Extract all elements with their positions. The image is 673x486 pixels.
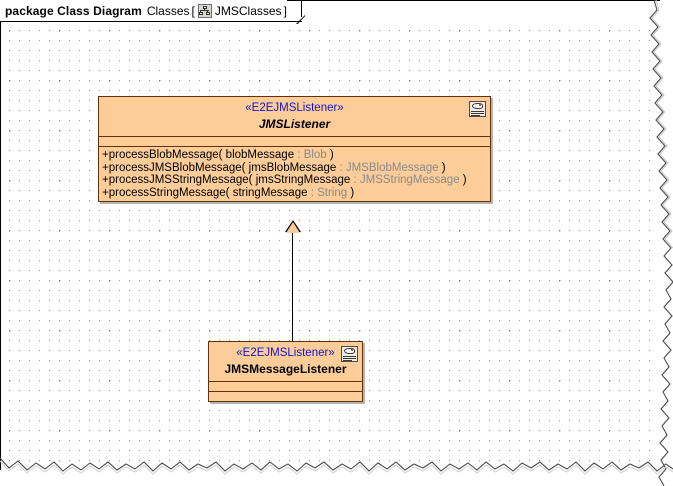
- operations-compartment: +processBlobMessage( blobMessage : Blob …: [99, 147, 490, 201]
- ejb-stereotype-icon: [469, 101, 486, 117]
- class-box-jmsmessagelistener[interactable]: «E2EJMSListener» JMSMessageListener: [208, 341, 363, 402]
- bracket-close: ]: [283, 3, 287, 18]
- ejb-stereotype-icon: [341, 346, 358, 362]
- generalization-arrowhead: [286, 222, 300, 233]
- package-name: Classes: [146, 3, 190, 18]
- operation-row[interactable]: +processJMSStringMessage( jmsStringMessa…: [102, 174, 467, 187]
- class-diagram-icon: [197, 3, 212, 18]
- bracket-open: [: [191, 3, 195, 18]
- frame-left-border: [0, 0, 1, 470]
- diagram-name: JMSClasses: [214, 3, 282, 18]
- class-stereotype: «E2EJMSListener»: [245, 102, 344, 114]
- class-separator: [99, 146, 490, 147]
- operation-row[interactable]: +processBlobMessage( blobMessage : Blob …: [102, 149, 334, 161]
- operation-row[interactable]: +processStringMessage( stringMessage : S…: [102, 186, 355, 199]
- package-header-tab: package Class Diagram Classes [ JMSClass…: [0, 0, 287, 21]
- package-keyword: package Class Diagram: [5, 3, 142, 18]
- operations-compartment: [209, 392, 362, 401]
- attributes-compartment: [99, 137, 490, 146]
- attributes-compartment: [209, 382, 362, 391]
- generalization-line: [292, 224, 293, 342]
- package-tab-corner: [296, 15, 305, 24]
- package-tab-bottom-border: [0, 21, 302, 22]
- class-name: JMSListener: [258, 117, 331, 131]
- class-header-jmslistener: «E2EJMSListener» JMSListener: [99, 97, 490, 136]
- class-separator: [209, 381, 362, 382]
- class-stereotype: «E2EJMSListener»: [236, 347, 335, 359]
- class-box-jmslistener[interactable]: «E2EJMSListener» JMSListener +processBlo…: [98, 96, 491, 203]
- operation-row[interactable]: +processJMSBlobMessage( jmsBlobMessage :…: [102, 161, 446, 174]
- torn-edge-bottom: [0, 457, 673, 475]
- package-tab-right-border: [301, 0, 302, 17]
- torn-edge-right: [649, 0, 673, 486]
- class-separator: [99, 136, 490, 137]
- class-name: JMSMessageListener: [224, 362, 347, 376]
- class-separator: [209, 391, 362, 392]
- class-header-jmsmessagelistener: «E2EJMSListener» JMSMessageListener: [209, 342, 362, 381]
- frame-top-border: [0, 0, 660, 1]
